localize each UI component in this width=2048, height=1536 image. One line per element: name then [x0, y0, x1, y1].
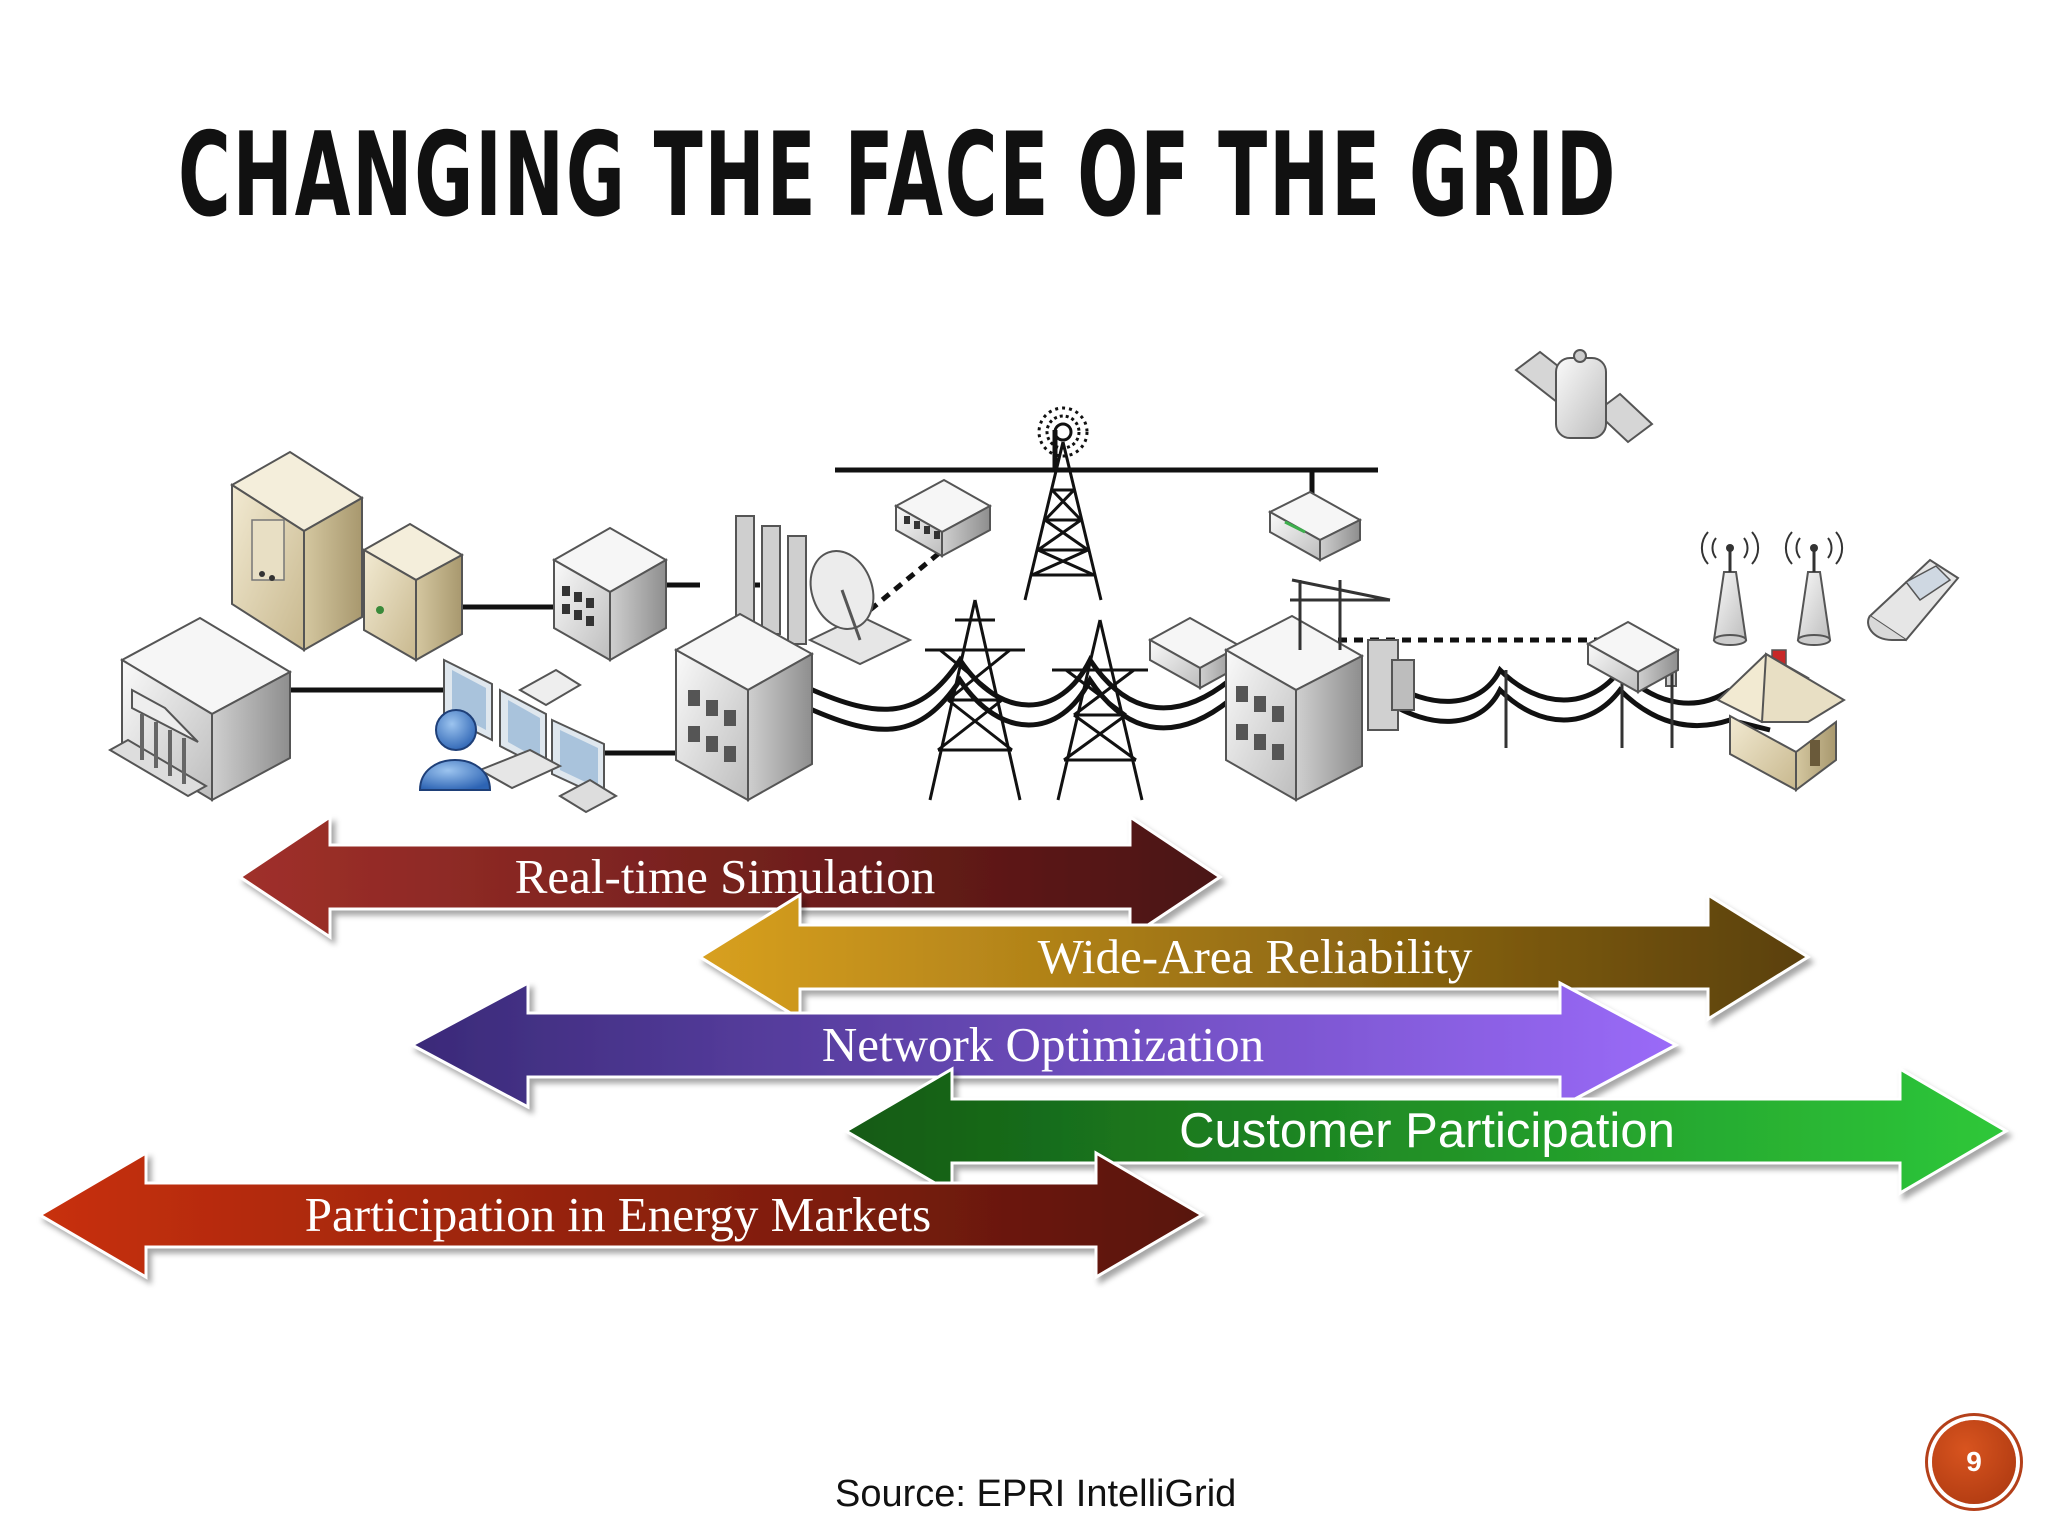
satellite-icon — [1514, 349, 1654, 444]
source-caption: Source: EPRI IntelliGrid — [835, 1473, 1237, 1515]
transformer-icon — [1290, 578, 1415, 731]
arrow-wide-area-reliability: Wide-Area Reliability — [697, 892, 1811, 1022]
double-arrow-shape — [408, 980, 1680, 1110]
double-arrow-shape — [697, 892, 1811, 1022]
page-title: CHANGING THE FACE OF THE GRID — [178, 108, 1618, 243]
router-icon — [1267, 490, 1363, 562]
router-icon — [1585, 620, 1681, 694]
arrow-label: Wide-Area Reliability — [1038, 929, 1473, 984]
transmission-tower-icon — [925, 599, 1025, 801]
network-switch-icon — [893, 478, 993, 558]
double-arrow-shape — [37, 1150, 1205, 1280]
bank-building-icon — [107, 616, 293, 802]
wireless-links — [868, 538, 1600, 643]
arrow-label: Customer Participation — [1179, 1104, 1675, 1158]
page-number: 9 — [1966, 1446, 1982, 1477]
wireless-antenna-icon — [1700, 531, 1760, 646]
workstation-monitors-icon — [443, 658, 619, 814]
satellite-dish-icon — [807, 550, 913, 666]
arrow-label: Participation in Energy Markets — [305, 1187, 931, 1242]
house-icon — [1716, 649, 1846, 792]
double-arrow-shape — [843, 1066, 2009, 1196]
arrow-network-optimization: Network Optimization — [408, 980, 1680, 1110]
substation-building-icon — [1223, 614, 1365, 802]
network-hub-icon — [551, 526, 669, 662]
wireless-antenna-icon — [1784, 531, 1844, 646]
server-cabinet-icon — [361, 522, 465, 662]
double-arrow-shape — [237, 814, 1223, 940]
transmission-tower-icon — [1052, 619, 1148, 801]
operator-user-icon — [418, 709, 492, 791]
server-tower-icon — [230, 450, 364, 652]
arrow-real-time-simulation: Real-time Simulation — [237, 814, 1223, 940]
arrow-participation-in-energy-markets: Participation in Energy Markets — [37, 1150, 1205, 1280]
radio-tower-icon — [1023, 406, 1103, 601]
arrow-customer-participation: Customer Participation — [843, 1066, 2009, 1196]
page-number-badge: 9 — [1932, 1420, 2016, 1504]
arrow-label: Network Optimization — [822, 1017, 1264, 1072]
arrow-label: Real-time Simulation — [515, 849, 936, 904]
mobile-phone-icon — [1867, 558, 1960, 642]
power-plant-icon — [673, 515, 815, 802]
